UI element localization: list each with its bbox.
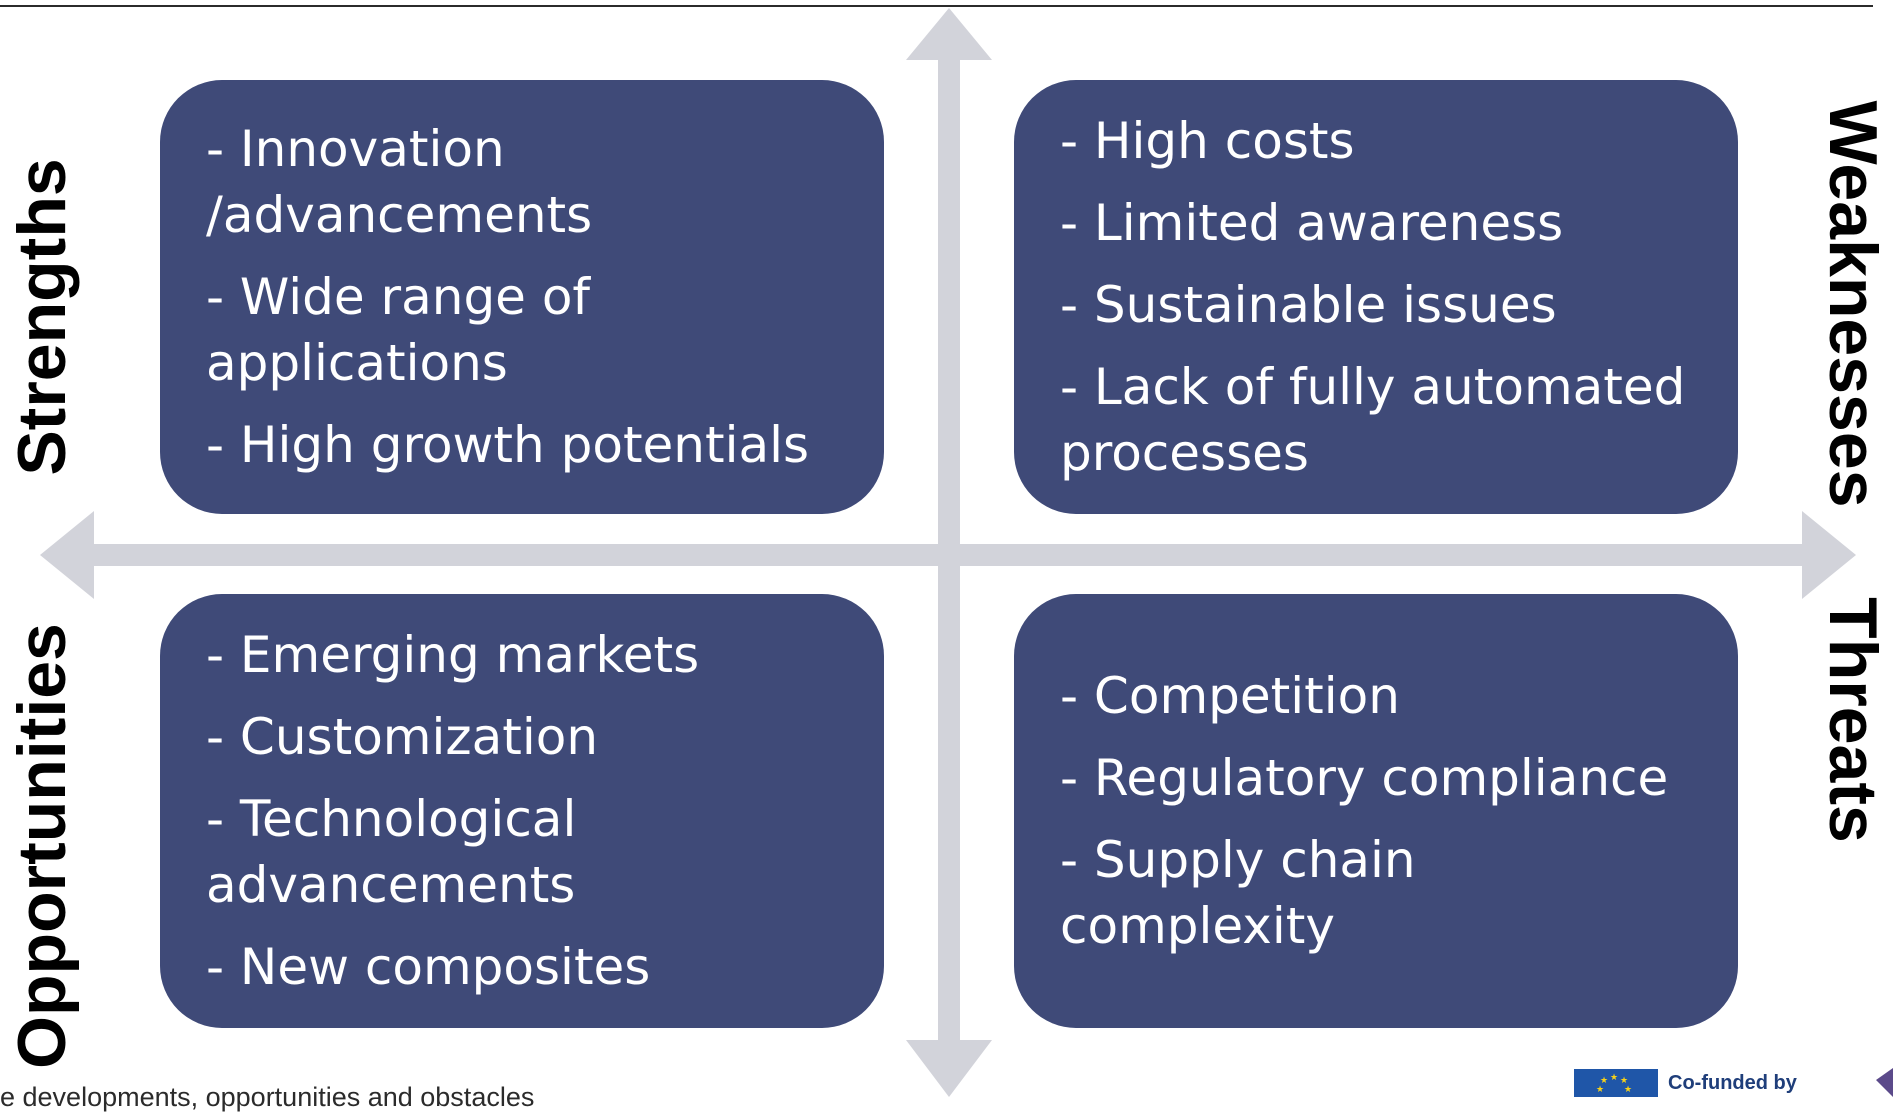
list-item: - Regulatory compliance [1060,749,1669,807]
top-divider [0,5,1873,7]
threats-label: Threats [1815,597,1891,843]
list-item: - Supply chain complexity [1060,831,1416,955]
weaknesses-box: - High costs - Limited awareness - Susta… [1014,80,1738,514]
threats-box: - Competition - Regulatory compliance - … [1014,594,1738,1028]
weaknesses-list: - High costs - Limited awareness - Susta… [1060,108,1698,486]
list-item: - High growth potentials [206,416,810,474]
list-item: - Technological advancements [206,790,577,914]
threats-list: - Competition - Regulatory compliance - … [1060,663,1698,959]
cofunded-label: Co-funded by [1668,1072,1797,1094]
list-item: - Sustainable issues [1060,276,1557,334]
weaknesses-label: Weaknesses [1815,100,1891,508]
eu-flag-icon: ★ ★ ★ ★ ★ [1574,1069,1658,1097]
list-item: - High costs [1060,112,1355,170]
list-item: - Competition [1060,667,1400,725]
partner-logo-icon [1876,1068,1893,1097]
list-item: - Emerging markets [206,626,700,684]
strengths-label: Strengths [4,158,80,476]
opportunities-box: - Emerging markets - Customization - Tec… [160,594,884,1028]
opportunities-label: Opportunities [4,623,80,1069]
list-item: - Innovation /advancements [206,120,593,244]
list-item: - Lack of fully automated processes [1060,358,1686,482]
opportunities-list: - Emerging markets - Customization - Tec… [206,622,844,1000]
list-item: - New composites [206,938,651,996]
strengths-box: - Innovation /advancements - Wide range … [160,80,884,514]
horizontal-axis-arrow [40,511,1856,599]
list-item: - Customization [206,708,599,766]
list-item: - Wide range of applications [206,268,591,392]
footer-caption: e developments, opportunities and obstac… [0,1082,535,1112]
strengths-list: - Innovation /advancements - Wide range … [206,116,844,478]
list-item: - Limited awareness [1060,194,1564,252]
